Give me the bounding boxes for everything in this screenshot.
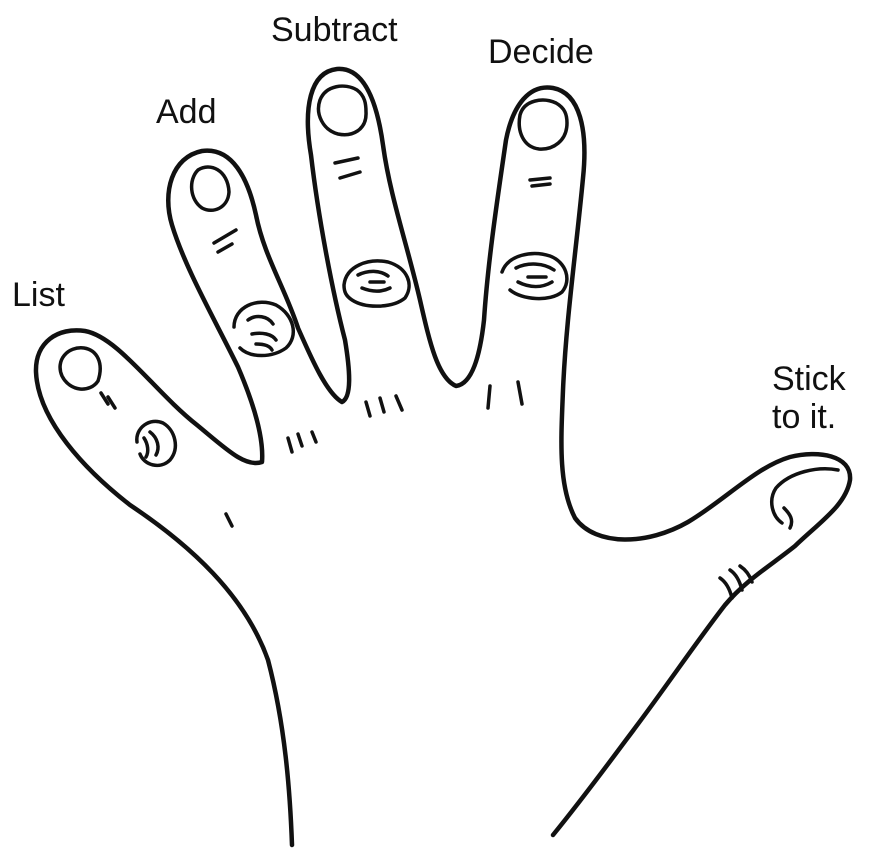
thumb-crease xyxy=(101,393,115,408)
label-add: Add xyxy=(156,93,217,131)
label-subtract: Subtract xyxy=(271,11,398,49)
thumb-knuckle-wrinkle xyxy=(137,421,176,465)
middle-crease xyxy=(335,158,360,178)
hand-outline xyxy=(36,69,850,845)
middle-nail xyxy=(319,86,367,135)
label-decide: Decide xyxy=(488,33,594,71)
index-crease xyxy=(214,230,236,252)
label-stick-to-it: Stick to it. xyxy=(772,360,846,436)
index-knuckle-wrinkle xyxy=(234,302,293,355)
ring-knuckle-wrinkle xyxy=(502,254,567,299)
palm-crease xyxy=(226,382,522,526)
ring-crease xyxy=(530,178,550,186)
middle-knuckle-wrinkle xyxy=(344,261,409,306)
label-stick-line2: to it. xyxy=(772,398,846,436)
ring-nail xyxy=(519,100,567,149)
label-list: List xyxy=(12,276,65,314)
pinky-nail-tip xyxy=(784,508,792,528)
index-nail xyxy=(192,167,229,210)
label-stick-line1: Stick xyxy=(772,360,846,398)
thumb-nail xyxy=(60,348,100,389)
